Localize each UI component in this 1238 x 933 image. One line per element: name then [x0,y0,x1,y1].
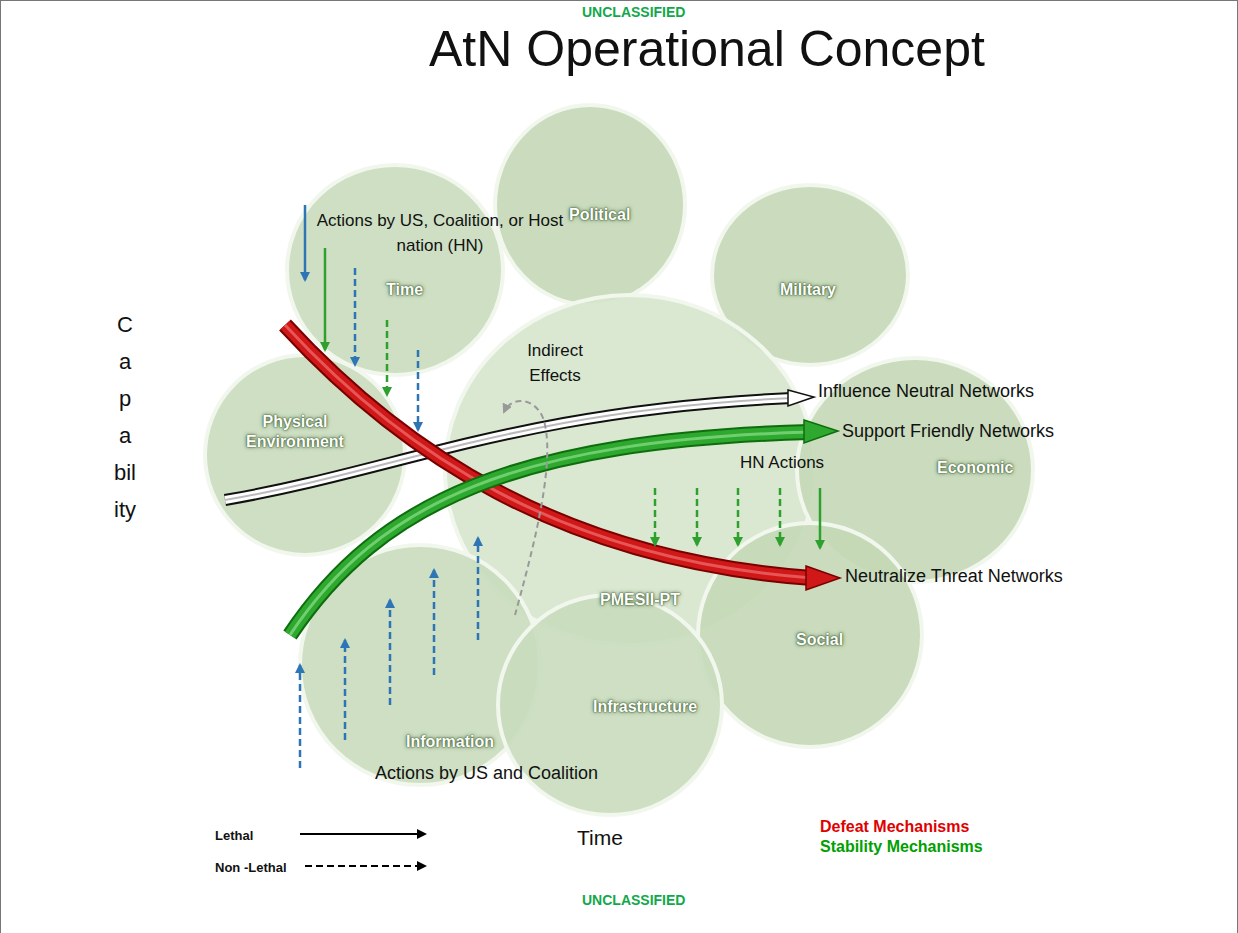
indirect-effects-note-holder: Indirect Effects [510,338,600,388]
classification-banner-holder: UNCLASSIFIED [582,3,685,21]
circle-shape [698,523,922,747]
mechanism-key-holder: Defeat Mechanisms [820,818,969,836]
action-note-holder: Actions by US, Coalition, or Host nation… [315,208,565,258]
circle-shape [205,355,405,555]
network-label: Support Friendly Networks [842,421,1054,442]
context-label: Information [406,732,494,752]
axis-label: Capability [114,306,136,528]
context-label: Economic [937,458,1013,478]
lethal-sample [300,833,425,835]
context-label: Infrastructure [593,697,697,717]
circle-outline [491,101,689,309]
lethal-arrow [304,205,307,280]
lethal-arrow [819,488,822,548]
context-label: Time [386,280,423,300]
context-label: Political [569,205,630,225]
non-lethal-sample [305,865,425,867]
circle-outline [708,181,912,369]
context-label: Social [796,630,843,650]
context-circle: Time [283,161,507,379]
axis-label-holder: Time [577,826,623,850]
non-lethal-arrow [417,350,420,430]
legend-label-holder: Non -Lethal [215,858,287,876]
context-circle: Physical Environment [201,351,409,559]
non-lethal-arrow [354,268,357,365]
mechanism-key: Stability Mechanisms [820,838,983,856]
legend-label-holder: Lethal [215,826,253,844]
network-label-holder: Support Friendly Networks [842,421,1054,442]
non-lethal-arrow [386,320,389,395]
action-note: HN Actions [740,453,824,473]
action-note: Actions by US and Coalition [375,763,598,784]
network-label: Neutralize Threat Networks [845,566,1063,587]
context-label: Military [780,280,836,300]
circle-shape [495,105,685,305]
lethal-arrow [324,248,327,350]
circle-shape [287,165,503,375]
context-label: Physical Environment [235,412,355,452]
indirect-effects-note: Indirect Effects [510,338,600,388]
context-label: PMESII-PT [600,590,680,610]
classification-banner: UNCLASSIFIED [582,892,685,908]
classification-banner-holder: UNCLASSIFIED [582,891,685,909]
legend-label: Non -Lethal [215,860,287,875]
context-circle: Information [296,541,544,789]
network-label-holder: Neutralize Threat Networks [845,566,1063,587]
axis-label-holder: Capability [114,306,136,528]
diagram-title: AtN Operational Concept [429,20,985,78]
axis-label: Time [577,826,623,850]
context-circle: Political [491,101,689,309]
action-note-holder: Actions by US and Coalition [375,763,598,784]
circle-outline [283,161,507,379]
context-circle: Military [708,181,912,369]
context-circle: Social [694,519,926,751]
network-label: Influence Neutral Networks [818,381,1034,402]
mechanism-key: Defeat Mechanisms [820,818,969,836]
classification-banner: UNCLASSIFIED [582,4,685,20]
network-label-holder: Influence Neutral Networks [818,381,1034,402]
legend-label: Lethal [215,828,253,843]
circle-outline [296,541,544,789]
action-note: Actions by US, Coalition, or Host nation… [315,208,565,258]
circle-outline [201,351,409,559]
context-circle: Infrastructure [494,591,726,819]
diagram-title-holder: AtN Operational Concept [429,20,985,78]
legend-samples [300,834,425,866]
action-note-holder: HN Actions [740,453,824,473]
mechanism-key-holder: Stability Mechanisms [820,838,983,856]
